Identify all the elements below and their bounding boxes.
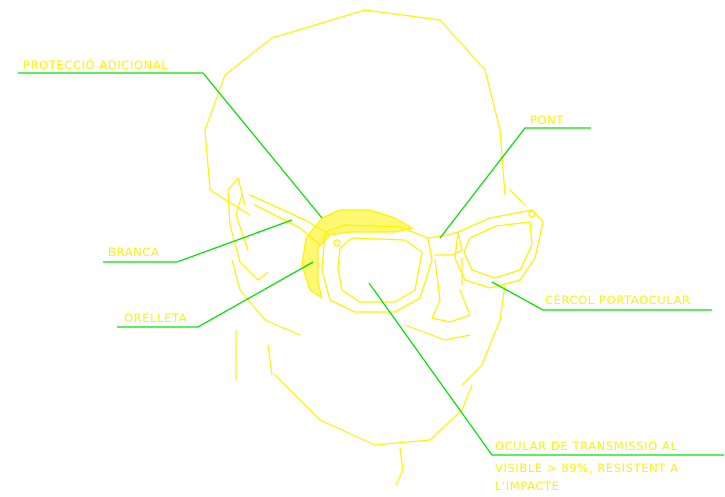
- head-drawing: [205, 10, 525, 485]
- label-branca: BRANCA: [108, 245, 159, 259]
- label-ocular-line1: OCULAR DE TRANSMISSIÓ AL: [495, 438, 677, 453]
- right-lens: [464, 222, 532, 278]
- nose: [432, 260, 470, 322]
- neck-right: [396, 448, 403, 485]
- label-ocular-line2: VISIBLE > 89%, RESISTENT A: [495, 461, 679, 475]
- left-lens: [338, 238, 422, 302]
- right-rivet: [529, 211, 535, 217]
- side-shield: [302, 210, 412, 298]
- label-proteccio-adicional: PROTECCIÓ ADICIONAL: [23, 57, 168, 72]
- leader-pont: [440, 128, 591, 238]
- leader-proteccio: [18, 73, 322, 218]
- left-ear: [228, 178, 268, 280]
- left-rivet: [334, 240, 340, 246]
- safety-glasses: [250, 195, 543, 312]
- leader-ocular: [369, 283, 724, 455]
- label-cercol-portaocular: CÈRCOL PORTAOCULAR: [545, 292, 691, 307]
- label-ocular-line3: L'IMPACTE: [495, 479, 559, 493]
- left-jaw: [232, 260, 300, 335]
- mouth: [405, 325, 470, 340]
- neck-curve: [268, 345, 272, 375]
- label-orelleta: ORELLETA: [124, 311, 187, 325]
- head-outline: [205, 10, 505, 215]
- left-ear-inner: [236, 195, 248, 250]
- leader-lines: [18, 73, 724, 455]
- labels: PROTECCIÓ ADICIONAL PONT BRANCA ORELLETA…: [23, 57, 691, 493]
- label-pont: PONT: [530, 113, 564, 127]
